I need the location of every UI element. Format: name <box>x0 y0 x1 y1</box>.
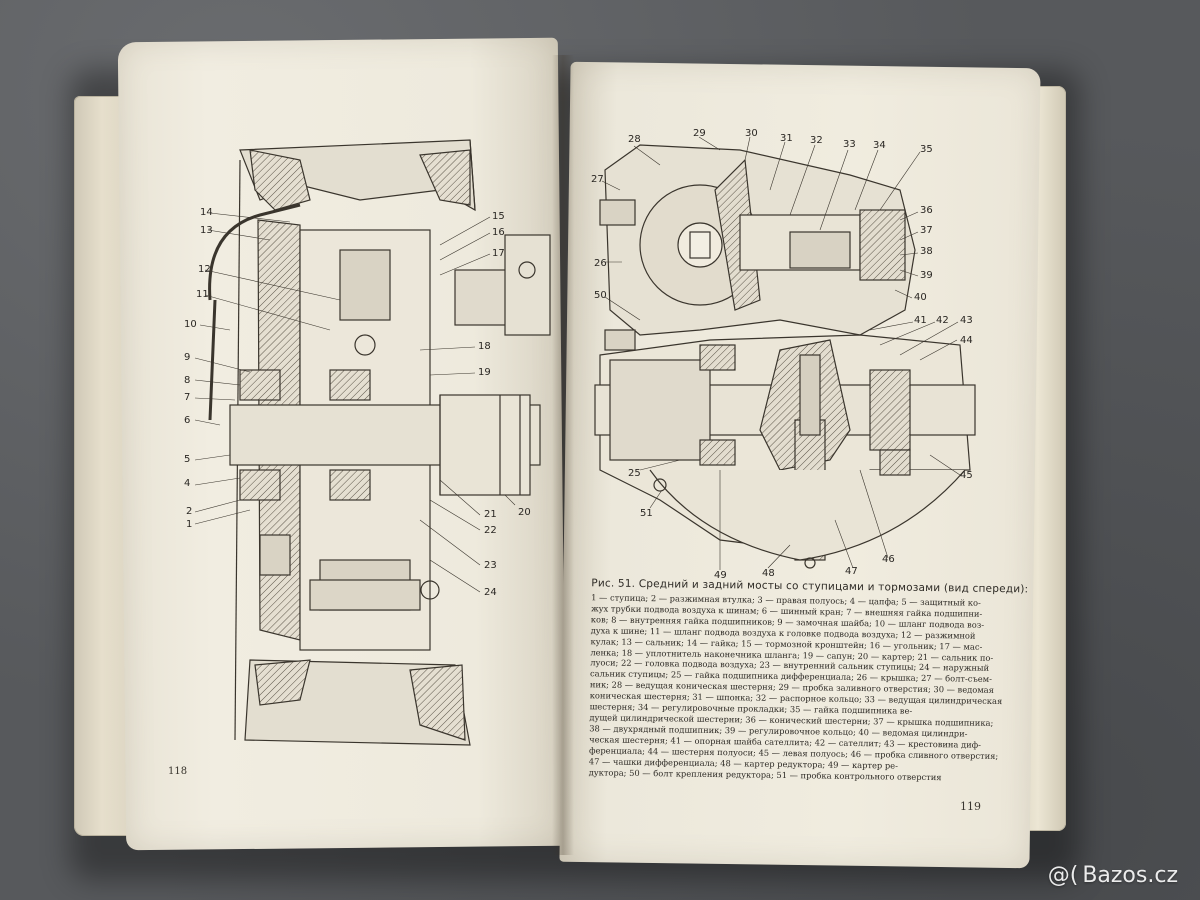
left-callout-8: 8 <box>184 375 190 386</box>
left-page-number: 118 <box>168 766 188 777</box>
left-callout-7: 7 <box>184 392 190 403</box>
right-callout-40: 40 <box>914 292 927 303</box>
left-callout-5: 5 <box>184 454 190 465</box>
right-callout-36: 36 <box>920 205 933 216</box>
caption-legend: 1 — ступица; 2 — разжимная втулка; 3 — п… <box>589 592 1003 783</box>
left-callout-21: 21 <box>484 509 497 520</box>
right-callout-48: 48 <box>762 568 775 579</box>
left-callout-1: 1 <box>186 519 192 530</box>
left-callout-20: 20 <box>518 507 531 518</box>
right-callout-41: 41 <box>914 315 927 326</box>
right-callout-51: 51 <box>640 508 653 519</box>
right-callout-34: 34 <box>873 140 886 151</box>
right-callout-29: 29 <box>693 128 706 139</box>
left-callout-9: 9 <box>184 352 190 363</box>
right-callout-31: 31 <box>780 133 793 144</box>
right-callout-32: 32 <box>810 135 823 146</box>
figure-caption: Рис. 51. Средний и задний мосты со ступи… <box>589 577 1029 783</box>
right-callout-33: 33 <box>843 139 856 150</box>
right-callout-46: 46 <box>882 554 895 565</box>
right-page-number: 119 <box>960 800 981 813</box>
watermark-logo-icon: @( <box>1047 863 1079 888</box>
right-callout-26: 26 <box>594 258 607 269</box>
book-gutter <box>552 55 574 855</box>
right-callout-42: 42 <box>936 315 949 326</box>
watermark: @( Bazos.cz <box>1048 863 1178 888</box>
right-callout-30: 30 <box>745 128 758 139</box>
left-callout-13: 13 <box>200 225 213 236</box>
right-callout-43: 43 <box>960 315 973 326</box>
left-callout-23: 23 <box>484 560 497 571</box>
left-callout-18: 18 <box>478 341 491 352</box>
left-callout-22: 22 <box>484 525 497 536</box>
left-callout-14: 14 <box>200 207 213 218</box>
right-callout-45: 45 <box>960 470 973 481</box>
right-callout-38: 38 <box>920 246 933 257</box>
left-callout-2: 2 <box>186 506 192 517</box>
right-callout-27: 27 <box>591 174 604 185</box>
left-callout-15: 15 <box>492 211 505 222</box>
right-callout-37: 37 <box>920 225 933 236</box>
left-callout-12: 12 <box>198 264 211 275</box>
left-callout-19: 19 <box>478 367 491 378</box>
left-callout-24: 24 <box>484 587 497 598</box>
left-callout-10: 10 <box>184 319 197 330</box>
watermark-text: Bazos.cz <box>1082 863 1178 888</box>
right-callout-44: 44 <box>960 335 973 346</box>
left-callout-4: 4 <box>184 478 190 489</box>
right-callout-28: 28 <box>628 134 641 145</box>
right-callout-47: 47 <box>845 566 858 577</box>
right-callout-50: 50 <box>594 290 607 301</box>
left-callout-6: 6 <box>184 415 190 426</box>
left-callout-17: 17 <box>492 248 505 259</box>
right-callout-35: 35 <box>920 144 933 155</box>
right-callout-49: 49 <box>714 570 727 581</box>
right-callout-25: 25 <box>628 468 641 479</box>
left-callout-11: 11 <box>196 289 209 300</box>
right-callout-39: 39 <box>920 270 933 281</box>
left-callout-16: 16 <box>492 227 505 238</box>
